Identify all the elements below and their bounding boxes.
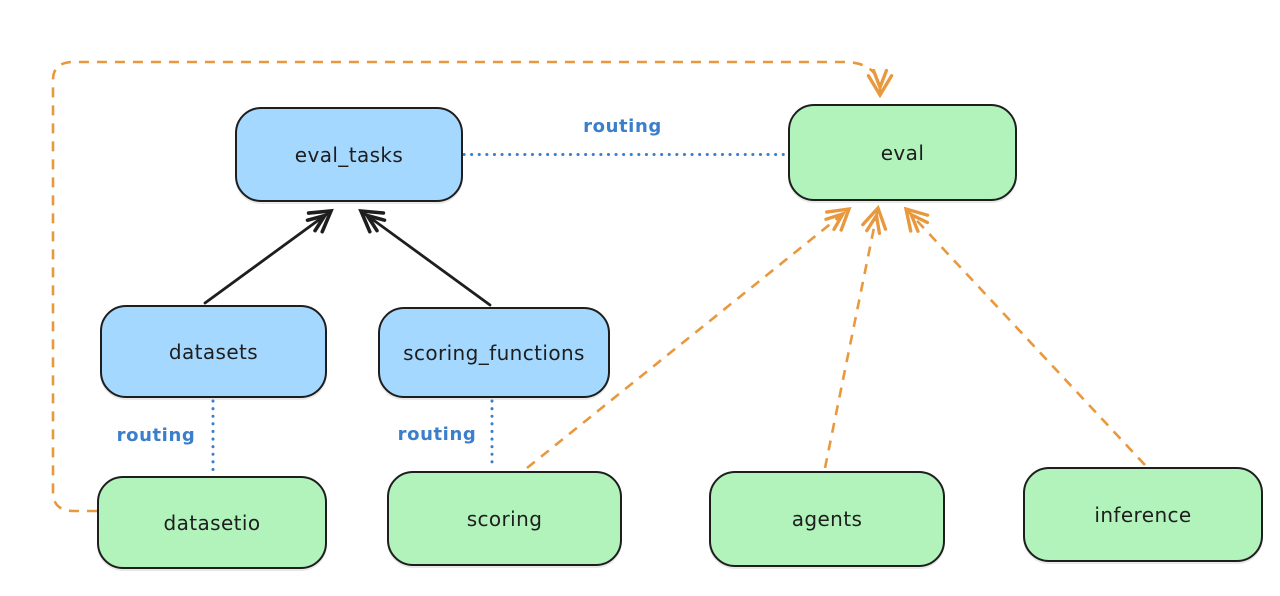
edge-datasetio-to-eval	[51, 60, 894, 513]
edge-datasets-to-eval-tasks	[203, 208, 334, 305]
node-eval-tasks: eval_tasks	[235, 107, 463, 202]
node-datasets: datasets	[100, 305, 327, 398]
node-label: scoring	[466, 506, 543, 531]
node-scoring-functions: scoring_functions	[378, 307, 610, 398]
node-scoring: scoring	[387, 471, 622, 566]
edge-agents-to-eval	[823, 204, 888, 469]
node-label: inference	[1094, 502, 1192, 527]
node-label: eval	[880, 140, 925, 165]
node-eval: eval	[788, 104, 1017, 201]
node-datasetio: datasetio	[97, 476, 327, 569]
edge-label-routing-eval-tasks-eval: routing	[583, 116, 662, 137]
node-inference: inference	[1023, 467, 1263, 562]
edge-inference-to-eval	[903, 206, 1146, 466]
edge-label-routing-datasets-datasetio: routing	[116, 425, 196, 446]
node-label: agents	[791, 507, 863, 531]
node-label: scoring_functions	[403, 340, 585, 365]
node-label: datasetio	[163, 510, 261, 535]
edge-label-routing-scoring-functions-scoring: routing	[397, 424, 477, 445]
node-label: eval_tasks	[294, 142, 404, 167]
edge-scoring-functions-to-eval-tasks	[358, 208, 492, 307]
node-label: datasets	[168, 339, 259, 364]
node-agents: agents	[709, 471, 945, 567]
edge-scoring-to-eval	[526, 206, 852, 470]
